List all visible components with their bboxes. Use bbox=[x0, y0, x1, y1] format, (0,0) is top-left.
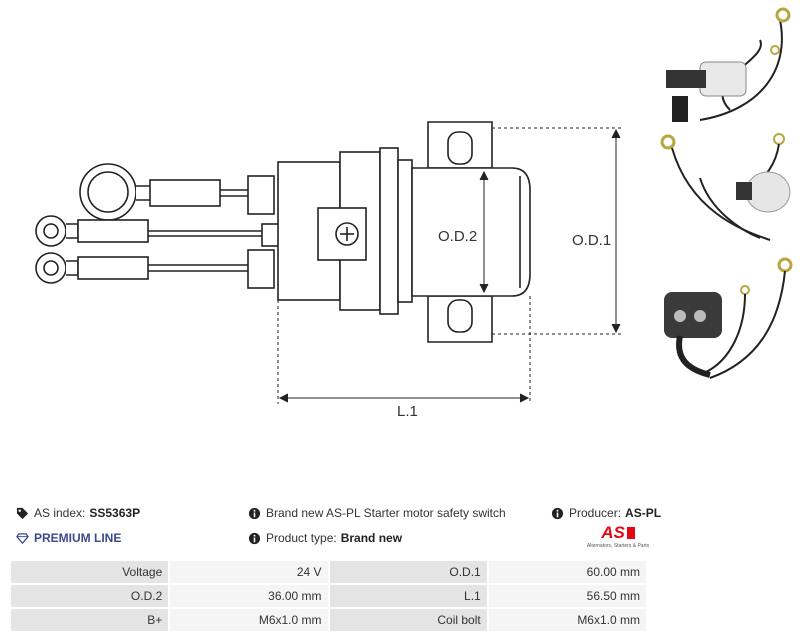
dimension-lines bbox=[277, 127, 622, 404]
product-photo-2 bbox=[660, 133, 791, 241]
product-photo-1 bbox=[666, 7, 791, 122]
table-row: B+ M6x1.0 mm Coil bolt M6x1.0 mm bbox=[11, 609, 646, 631]
spec-value: 60.00 mm bbox=[488, 561, 646, 583]
premium-line: PREMIUM LINE bbox=[16, 531, 121, 545]
info-icon bbox=[248, 532, 261, 544]
logo-mark: AS bbox=[586, 524, 650, 541]
producer-label: Producer: bbox=[569, 506, 622, 520]
tag-icon bbox=[16, 507, 29, 519]
description-text: Brand new AS-PL Starter motor safety swi… bbox=[266, 506, 506, 520]
logo-tagline: Alternators, Starters & Parts bbox=[586, 543, 650, 549]
spec-key: Voltage bbox=[11, 561, 169, 583]
spec-key: O.D.1 bbox=[329, 561, 487, 583]
spec-value: M6x1.0 mm bbox=[488, 609, 646, 631]
product-type-value: Brand new bbox=[340, 531, 403, 545]
product-type-label: Product type: bbox=[266, 531, 337, 545]
table-row: O.D.2 36.00 mm L.1 56.50 mm bbox=[11, 585, 646, 607]
product-type: Product type: Brand new bbox=[248, 531, 402, 545]
info-icon bbox=[248, 507, 261, 519]
description: Brand new AS-PL Starter motor safety swi… bbox=[248, 506, 506, 520]
specs-table: Voltage 24 V O.D.1 60.00 mm O.D.2 36.00 … bbox=[9, 559, 648, 633]
label-od2: O.D.2 bbox=[438, 228, 477, 245]
spec-value: 56.50 mm bbox=[488, 585, 646, 607]
producer-value: AS-PL bbox=[625, 506, 662, 520]
spec-key: L.1 bbox=[329, 585, 487, 607]
premium-line-label: PREMIUM LINE bbox=[34, 531, 122, 545]
spec-value: 24 V bbox=[170, 561, 328, 583]
as-index-value: SS5363P bbox=[89, 506, 141, 520]
product-photo-3 bbox=[664, 257, 793, 379]
spec-key: Coil bolt bbox=[329, 609, 487, 631]
solenoid-outline bbox=[35, 121, 531, 343]
spec-value: M6x1.0 mm bbox=[170, 609, 328, 631]
producer-logo: AS Alternators, Starters & Parts bbox=[586, 524, 650, 554]
label-od1: O.D.1 bbox=[572, 232, 611, 249]
diamond-icon bbox=[16, 532, 29, 544]
spec-value: 36.00 mm bbox=[170, 585, 328, 607]
producer: Producer: AS-PL bbox=[551, 506, 661, 520]
technical-drawing: O.D.1 O.D.2 L.1 bbox=[35, 7, 793, 420]
table-row: Voltage 24 V O.D.1 60.00 mm bbox=[11, 561, 646, 583]
info-icon bbox=[551, 507, 564, 519]
as-index: AS index: SS5363P bbox=[16, 506, 140, 520]
spec-key: B+ bbox=[11, 609, 169, 631]
spec-key: O.D.2 bbox=[11, 585, 169, 607]
as-index-label: AS index: bbox=[34, 506, 86, 520]
label-l1: L.1 bbox=[397, 403, 418, 420]
